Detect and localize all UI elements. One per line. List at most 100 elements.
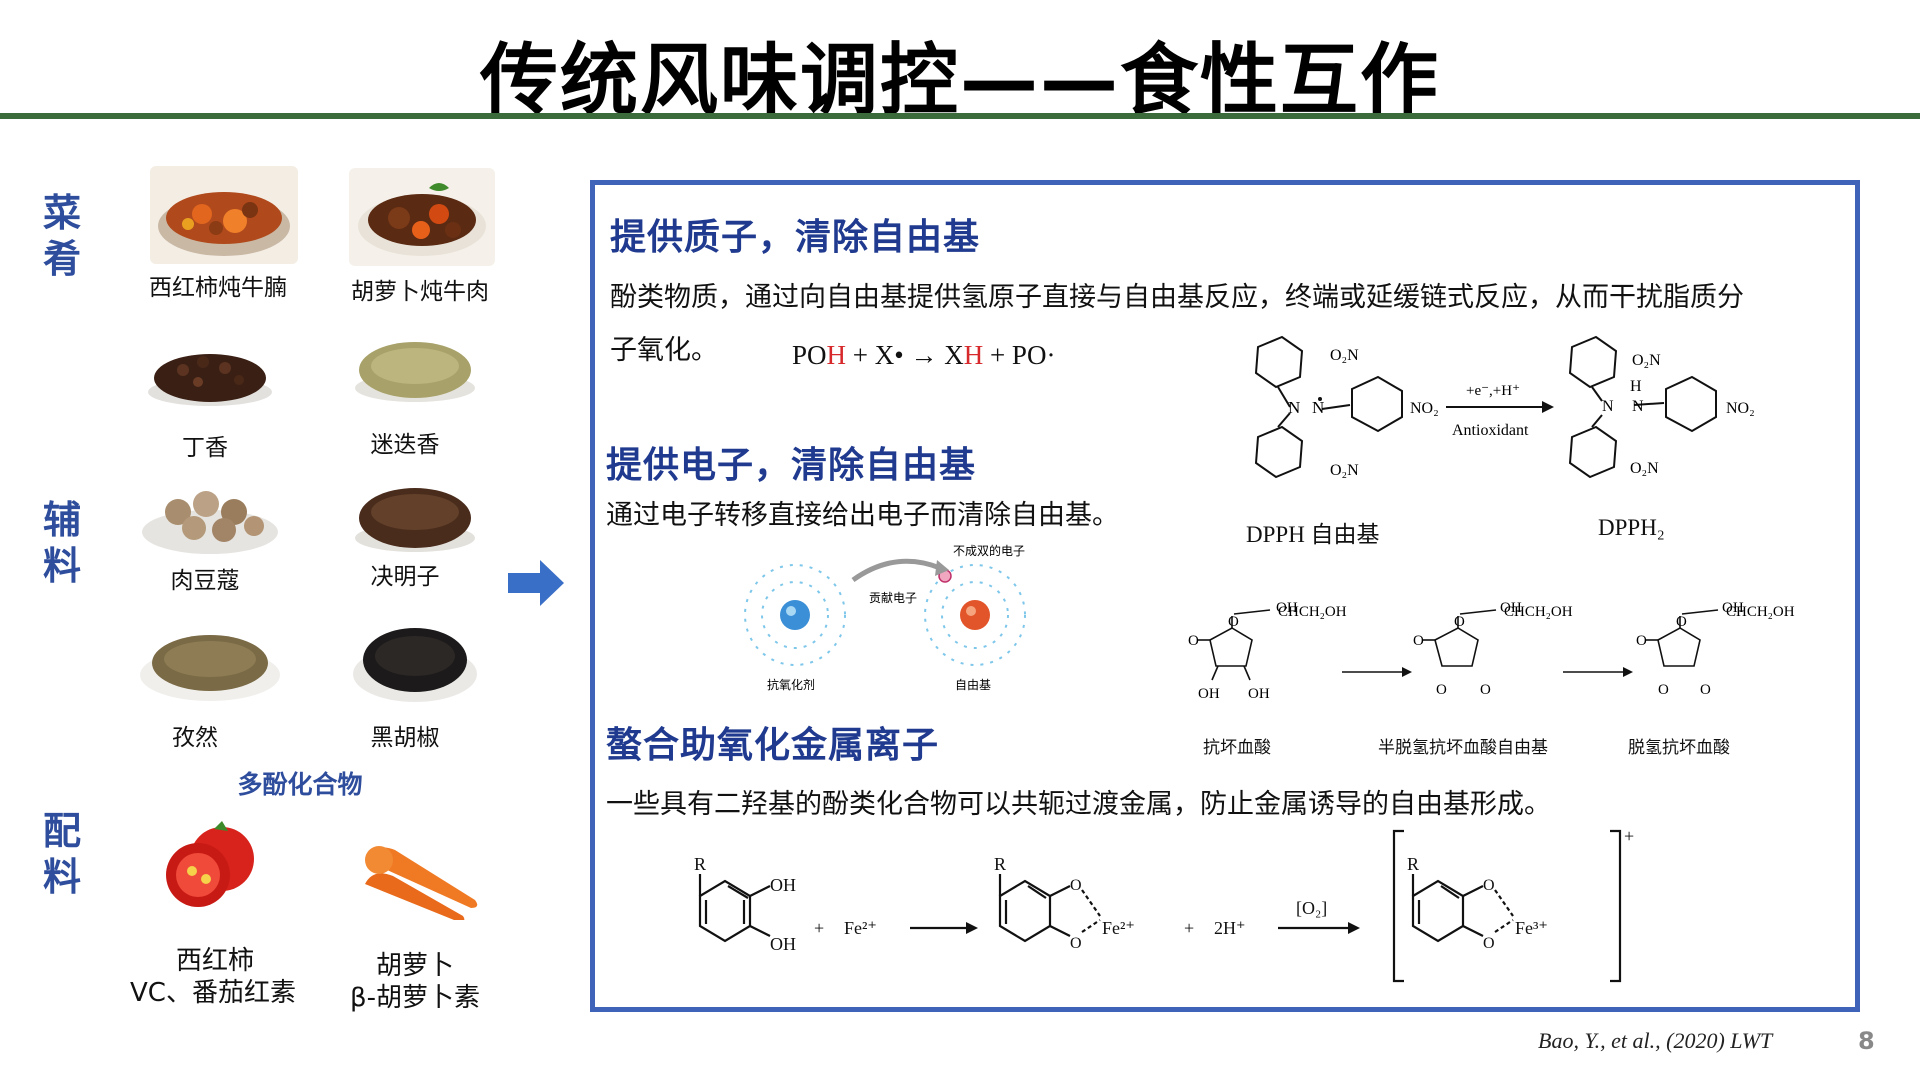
ingredient-image-tomato <box>152 815 272 915</box>
svg-text:O: O <box>1413 633 1424 649</box>
category-dishes: 菜 肴 <box>42 191 81 281</box>
category-ingredients: 配 料 <box>42 809 81 899</box>
svg-text:O: O <box>1483 935 1495 952</box>
svg-text:H: H <box>1630 378 1642 395</box>
svg-text:O₂N: O₂N <box>1632 352 1661 369</box>
svg-text:Antioxidant: Antioxidant <box>1452 422 1529 439</box>
svg-text:NO₂: NO₂ <box>1410 400 1439 417</box>
dpph-reaction-diagram: N N O₂N NO₂ O₂N +e⁻,+H⁺ Antioxidant N N … <box>1230 335 1790 505</box>
ingredient-name-carrot: 胡萝卜 <box>375 951 454 981</box>
spice-image-cumin <box>138 615 283 705</box>
metal-chelation-reaction: R OH OH + Fe²⁺ R O O Fe²⁺ + 2H⁺ [O₂] R O… <box>670 826 1640 986</box>
page-title: 传统风味调控——食性互作 <box>479 36 1440 126</box>
svg-text:R: R <box>1407 854 1419 874</box>
svg-text:自由基: 自由基 <box>955 678 991 692</box>
svg-text:O: O <box>1188 633 1199 649</box>
svg-text:N: N <box>1602 398 1614 415</box>
svg-text:OH: OH <box>770 934 796 954</box>
spice-label-clove: 丁香 <box>182 435 228 461</box>
svg-text:OH: OH <box>1500 600 1522 616</box>
svg-text:[O₂]: [O₂] <box>1296 898 1327 918</box>
page-number: 8 <box>1858 1027 1875 1055</box>
svg-text:O: O <box>1070 877 1082 894</box>
spice-label-cumin: 孜然 <box>172 725 218 751</box>
svg-text:O₂N: O₂N <box>1330 462 1359 479</box>
section3-text: 一些具有二羟基的酚类化合物可以共轭过渡金属，防止金属诱导的自由基形成。 <box>606 789 1551 820</box>
svg-text:2H⁺: 2H⁺ <box>1214 918 1246 938</box>
svg-text:+e⁻,+H⁺: +e⁻,+H⁺ <box>1466 383 1520 399</box>
section1-heading: 提供质子，清除自由基 <box>610 217 981 258</box>
svg-text:O: O <box>1070 935 1082 952</box>
svg-text:O: O <box>1483 877 1495 894</box>
svg-text:N: N <box>1288 398 1300 417</box>
ingredient-name-tomato: 西红柿 <box>175 946 254 976</box>
polyphenol-label: 多酚化合物 <box>237 770 363 799</box>
svg-text:OH: OH <box>1198 686 1220 702</box>
svg-text:O: O <box>1658 682 1669 698</box>
svg-text:O₂N: O₂N <box>1330 347 1359 364</box>
svg-text:Fe²⁺: Fe²⁺ <box>844 918 877 938</box>
spice-label-cassia-seed: 决明子 <box>370 564 440 590</box>
right-arrow-icon <box>508 560 564 606</box>
dish-image-carrot-beef <box>349 168 495 266</box>
ingredient-component-carrot: β-胡萝卜素 <box>350 983 480 1013</box>
dpph-radical-label: DPPH 自由基 <box>1246 522 1380 547</box>
svg-text:O: O <box>1676 614 1687 630</box>
svg-text:O: O <box>1228 614 1239 630</box>
spice-image-nutmeg <box>138 472 283 558</box>
dish-image-tomato-beef <box>150 166 298 264</box>
ascorbic-label-3: 脱氢抗坏血酸 <box>1628 738 1730 757</box>
svg-text:+: + <box>814 918 824 938</box>
category-auxiliary: 辅 料 <box>42 498 81 588</box>
svg-text:+: + <box>1184 918 1194 938</box>
citation: Bao, Y., et al., (2020) LWT <box>1538 1028 1773 1053</box>
section2-text: 通过电子转移直接给出电子而清除自由基。 <box>606 500 1119 531</box>
svg-text:Fe²⁺: Fe²⁺ <box>1102 918 1135 938</box>
spice-image-black-pepper <box>350 614 480 706</box>
ascorbic-acid-oxidation-diagram: O O CHCH₂OH OH OH OH O O CHCH₂OH OH O O … <box>1170 600 1810 710</box>
spice-image-rosemary <box>350 326 480 406</box>
electron-transfer-diagram: 不成双的电子 贡献电子 抗氧化剂 自由基 <box>735 540 1055 695</box>
svg-text:O: O <box>1436 682 1447 698</box>
svg-text:R: R <box>694 854 706 874</box>
svg-text:CHCH₂OH: CHCH₂OH <box>1278 604 1347 620</box>
dish-label-1: 西红柿炖牛腩 <box>149 275 287 301</box>
svg-text:CHCH₂OH: CHCH₂OH <box>1504 604 1573 620</box>
svg-text:+: + <box>1624 826 1634 846</box>
svg-text:抗氧化剂: 抗氧化剂 <box>767 677 815 692</box>
ingredient-image-carrot <box>355 820 485 922</box>
hydrogen-transfer-equation: POH + X• → XH + PO· <box>792 340 1056 370</box>
section3-heading: 螯合助氧化金属离子 <box>606 725 940 766</box>
dpph2-label: DPPH₂ <box>1598 515 1665 540</box>
svg-text:不成双的电子: 不成双的电子 <box>953 543 1025 558</box>
section2-heading: 提供电子，清除自由基 <box>606 445 977 486</box>
ingredient-component-tomato: VC、番茄红素 <box>130 978 296 1008</box>
spice-label-nutmeg: 肉豆蔻 <box>170 568 240 594</box>
spice-label-black-pepper: 黑胡椒 <box>370 725 440 751</box>
spice-image-clove <box>143 330 278 410</box>
svg-text:NO₂: NO₂ <box>1726 400 1755 417</box>
ascorbic-label-1: 抗坏血酸 <box>1203 738 1271 757</box>
svg-text:CHCH₂OH: CHCH₂OH <box>1726 604 1795 620</box>
svg-text:OH: OH <box>1722 600 1744 616</box>
ascorbic-label-2: 半脱氢抗坏血酸自由基 <box>1378 738 1548 757</box>
svg-text:O: O <box>1636 633 1647 649</box>
svg-text:Fe³⁺: Fe³⁺ <box>1515 918 1548 938</box>
svg-text:R: R <box>994 854 1006 874</box>
mechanism-panel <box>590 180 1860 1012</box>
svg-text:O: O <box>1700 682 1711 698</box>
svg-text:N: N <box>1632 398 1644 415</box>
spice-image-cassia-seed <box>350 474 480 558</box>
section1-text-line2: 子氧化。 <box>610 335 718 366</box>
title-divider <box>0 113 1920 119</box>
svg-text:OH: OH <box>770 875 796 895</box>
spice-label-rosemary: 迷迭香 <box>370 432 440 458</box>
svg-text:N: N <box>1312 398 1324 417</box>
dish-label-2: 胡萝卜炖牛肉 <box>351 279 489 305</box>
svg-text:O₂N: O₂N <box>1630 460 1659 477</box>
svg-text:O: O <box>1480 682 1491 698</box>
section1-text-line1: 酚类物质，通过向自由基提供氢原子直接与自由基反应，终端或延缓链式反应，从而干扰脂… <box>610 282 1744 313</box>
svg-text:OH: OH <box>1248 686 1270 702</box>
svg-text:O: O <box>1454 614 1465 630</box>
svg-text:贡献电子: 贡献电子 <box>869 590 917 605</box>
